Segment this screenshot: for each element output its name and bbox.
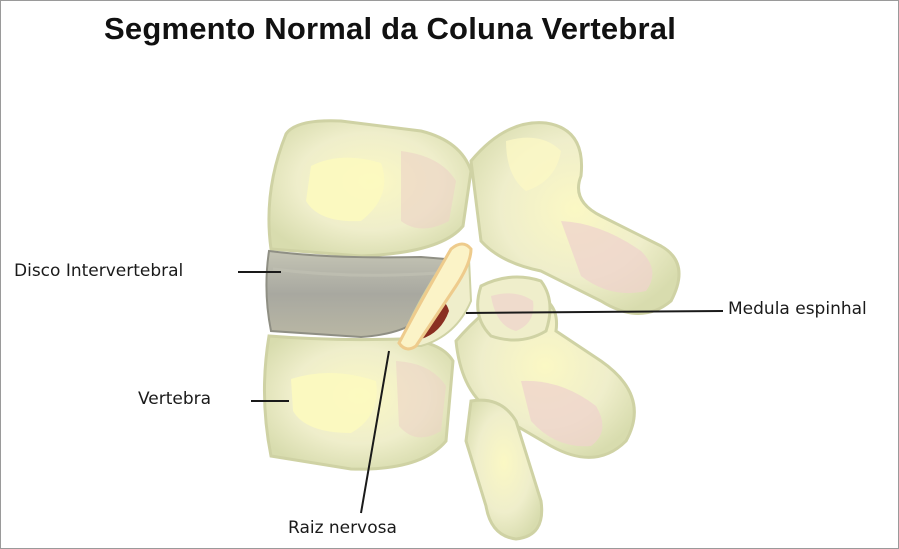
label-spinal-cord: Medula espinhal [728, 299, 867, 319]
label-disc: Disco Intervertebral [14, 261, 183, 281]
label-vertebra: Vertebra [138, 389, 211, 409]
label-nerve-root: Raiz nervosa [288, 518, 397, 538]
